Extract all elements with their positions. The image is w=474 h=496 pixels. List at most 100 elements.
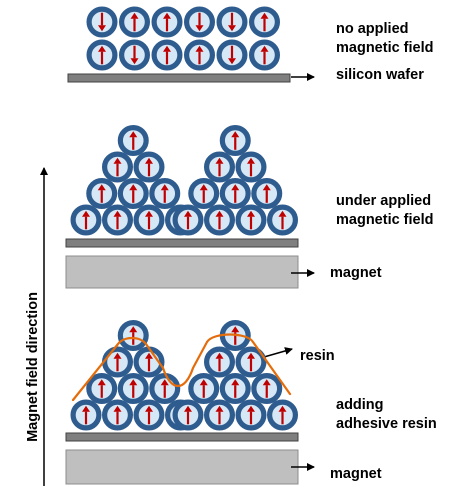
particle bbox=[249, 6, 281, 38]
particle bbox=[133, 399, 165, 431]
arrowhead bbox=[215, 210, 224, 217]
arrowhead bbox=[160, 379, 169, 386]
label-magnet-top: magnet bbox=[330, 265, 382, 281]
particle bbox=[118, 6, 150, 38]
arrowhead bbox=[260, 12, 269, 19]
particle bbox=[267, 204, 299, 236]
particle bbox=[235, 204, 267, 236]
particle bbox=[216, 6, 248, 38]
particle bbox=[204, 399, 236, 431]
particle bbox=[235, 346, 267, 378]
arrowhead bbox=[184, 210, 192, 217]
label-adding-line2: adhesive resin bbox=[336, 416, 437, 432]
particle bbox=[267, 399, 299, 431]
particle bbox=[188, 373, 220, 405]
particle bbox=[151, 39, 183, 71]
particle bbox=[117, 373, 149, 405]
particle bbox=[117, 124, 149, 156]
label-silicon-wafer: silicon wafer bbox=[336, 67, 424, 83]
particle bbox=[184, 6, 216, 38]
particle-stacks-with-resin bbox=[70, 320, 299, 431]
arrowhead bbox=[145, 210, 153, 217]
particle bbox=[149, 178, 181, 210]
silicon-wafer-3 bbox=[65, 432, 299, 442]
particle bbox=[251, 178, 283, 210]
particle bbox=[86, 6, 118, 38]
arrowhead bbox=[228, 58, 236, 65]
arrowhead bbox=[97, 379, 106, 386]
arrowhead bbox=[130, 12, 139, 19]
arrowhead bbox=[228, 25, 236, 32]
arrowhead bbox=[231, 326, 240, 333]
arrowhead bbox=[195, 45, 204, 52]
silicon-wafer bbox=[67, 73, 291, 83]
arrowhead bbox=[113, 157, 122, 164]
particle bbox=[251, 373, 283, 405]
arrowhead bbox=[145, 157, 153, 164]
arrowhead bbox=[130, 58, 139, 65]
resin-coating-curve bbox=[71, 333, 292, 402]
arrowhead bbox=[98, 25, 106, 32]
label-no-field-line1: no applied bbox=[336, 21, 409, 37]
arrowhead bbox=[231, 184, 240, 191]
arrowhead bbox=[215, 405, 224, 412]
arrowhead bbox=[129, 184, 138, 191]
arrowhead bbox=[247, 352, 255, 359]
arrowhead bbox=[160, 184, 169, 191]
arrowhead bbox=[184, 405, 192, 412]
arrowhead bbox=[215, 352, 224, 359]
particle bbox=[204, 204, 236, 236]
arrowhead bbox=[129, 379, 138, 386]
label-no-field-line2: magnetic field bbox=[336, 40, 434, 56]
particle bbox=[219, 178, 251, 210]
particle bbox=[184, 39, 216, 71]
arrowhead bbox=[231, 131, 240, 138]
particle bbox=[117, 178, 149, 210]
arrowhead bbox=[82, 405, 90, 412]
particle bbox=[219, 373, 251, 405]
particle bbox=[133, 151, 165, 183]
silicon-wafer-2 bbox=[65, 238, 299, 248]
arrowhead bbox=[247, 157, 255, 164]
arrowhead bbox=[215, 157, 224, 164]
particle-stacks-under-field bbox=[70, 124, 299, 236]
arrowhead bbox=[113, 405, 122, 412]
particle bbox=[172, 204, 204, 236]
particle bbox=[86, 373, 118, 405]
particle bbox=[216, 39, 248, 71]
particle bbox=[219, 124, 251, 156]
particle bbox=[235, 151, 267, 183]
particle bbox=[118, 39, 150, 71]
label-under-field-line2: magnetic field bbox=[336, 212, 434, 228]
particle bbox=[101, 399, 133, 431]
arrowhead bbox=[247, 210, 255, 217]
arrowhead bbox=[97, 184, 106, 191]
arrowhead bbox=[113, 352, 122, 359]
arrowhead bbox=[260, 45, 269, 52]
particle bbox=[249, 39, 281, 71]
arrowhead bbox=[195, 25, 204, 32]
particle bbox=[151, 6, 183, 38]
particle bbox=[204, 151, 236, 183]
particle bbox=[188, 178, 220, 210]
arrowhead bbox=[163, 12, 171, 19]
particle bbox=[101, 151, 133, 183]
resin-pointer-arrow bbox=[263, 347, 293, 358]
arrowhead bbox=[129, 326, 138, 333]
particle bbox=[86, 39, 118, 71]
arrowhead bbox=[231, 379, 240, 386]
label-under-field-line1: under applied bbox=[336, 193, 432, 209]
arrowhead bbox=[278, 405, 287, 412]
label-adding-line1: adding bbox=[336, 397, 384, 413]
particle bbox=[70, 204, 102, 236]
particle bbox=[235, 399, 267, 431]
particle bbox=[101, 346, 133, 378]
particle bbox=[70, 399, 102, 431]
arrowhead bbox=[199, 184, 208, 191]
particle bbox=[101, 204, 133, 236]
arrowhead bbox=[163, 45, 171, 52]
arrowhead bbox=[98, 45, 106, 52]
label-resin: resin bbox=[300, 348, 335, 364]
particle bbox=[172, 399, 204, 431]
